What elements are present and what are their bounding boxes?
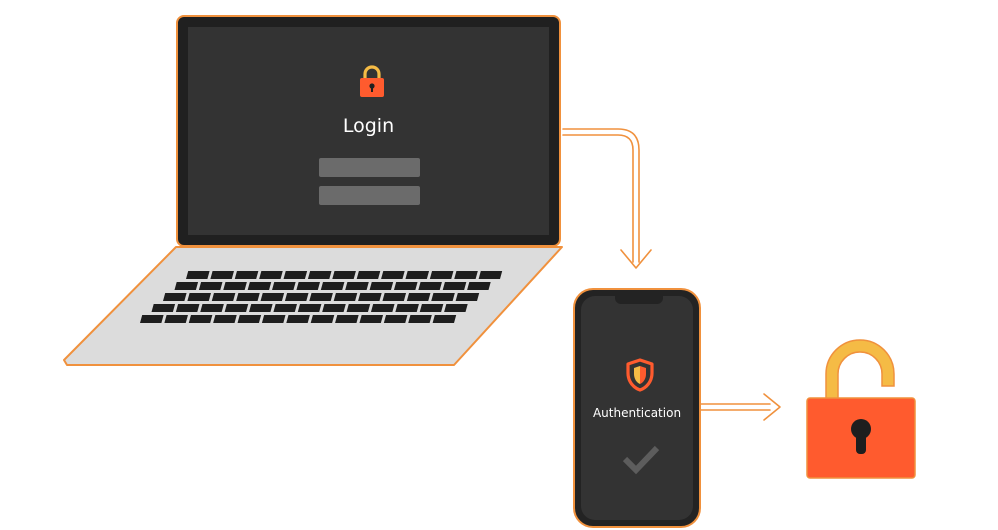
keyboard-key (151, 304, 176, 312)
unlocked-padlock-icon (806, 339, 916, 479)
keyboard-key (432, 315, 457, 323)
keyboard-key (478, 271, 503, 279)
laptop-screen: Login (176, 15, 561, 247)
keyboard-key (467, 282, 491, 290)
keyboard-key (444, 304, 468, 312)
keyboard-key (223, 282, 247, 290)
phone: Authentication (573, 288, 701, 528)
phone-notch (615, 296, 663, 304)
keyboard-key (200, 304, 224, 312)
shield-icon (626, 358, 654, 392)
keyboard-key (310, 315, 335, 323)
keyboard-key (296, 282, 321, 290)
keyboard-key (345, 282, 369, 290)
keyboard-key (286, 315, 310, 323)
keyboard-key (406, 293, 431, 301)
keyboard-key (369, 282, 394, 290)
keyboard-key (213, 315, 237, 323)
keyboard-key (186, 271, 210, 279)
keyboard-key (332, 271, 356, 279)
keyboard-key (175, 304, 200, 312)
keyboard-key (442, 282, 467, 290)
keyboard-key (224, 304, 249, 312)
keyboard-key (322, 304, 346, 312)
keyboard-key (382, 293, 407, 301)
keyboard-key (346, 304, 371, 312)
keyboard-key (419, 304, 444, 312)
keyboard-key (455, 293, 480, 301)
username-field[interactable] (319, 158, 420, 177)
keyboard-key (393, 282, 418, 290)
keyboard-key (297, 304, 322, 312)
keyboard-key (356, 271, 381, 279)
keyboard-key (247, 282, 272, 290)
keyboard-key (370, 304, 395, 312)
keyboard-key (140, 315, 164, 323)
keyboard-key (187, 293, 211, 301)
keyboard-key (273, 304, 298, 312)
keyboard-key (429, 271, 454, 279)
keyboard-key (309, 293, 333, 301)
keyboard (140, 271, 503, 323)
phone-display: Authentication (581, 296, 693, 520)
keyboard-key (418, 282, 442, 290)
keyboard-key (335, 315, 359, 323)
keyboard-key (383, 315, 408, 323)
keyboard-key (188, 315, 213, 323)
keyboard-key (234, 271, 259, 279)
arrow-laptop-to-phone (562, 128, 640, 263)
check-icon (622, 445, 660, 475)
keyboard-key (454, 271, 478, 279)
keyboard-key (211, 293, 236, 301)
password-field[interactable] (319, 186, 420, 205)
keyboard-key (283, 271, 308, 279)
keyboard-key (210, 271, 234, 279)
keyboard-key (237, 315, 262, 323)
keyboard-key (260, 293, 285, 301)
keyboard-key (261, 315, 286, 323)
lock-icon (360, 65, 384, 97)
keyboard-key (174, 282, 199, 290)
keyboard-key (431, 293, 455, 301)
keyboard-key (307, 271, 332, 279)
keyboard-key (249, 304, 273, 312)
keyboard-key (272, 282, 296, 290)
keyboard-key (405, 271, 430, 279)
keyboard-key (395, 304, 419, 312)
keyboard-key (236, 293, 260, 301)
keyboard-key (284, 293, 309, 301)
keyboard-key (259, 271, 283, 279)
keyboard-key (358, 293, 382, 301)
keyboard-key (198, 282, 223, 290)
keyboard-key (359, 315, 384, 323)
laptop-display: Login (188, 27, 549, 235)
authentication-label: Authentication (592, 406, 682, 420)
keyboard-key (320, 282, 345, 290)
keyboard-key (408, 315, 432, 323)
keyboard-key (381, 271, 405, 279)
keyboard-key (163, 293, 187, 301)
login-title: Login (342, 115, 395, 137)
keyboard-key (164, 315, 188, 323)
keyboard-key (333, 293, 358, 301)
